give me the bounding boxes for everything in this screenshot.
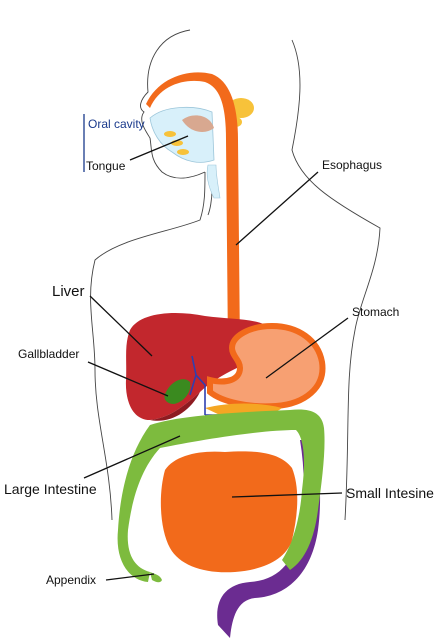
appendix-label: Appendix [46, 573, 96, 587]
liver-label: Liver [52, 283, 85, 300]
oral-cavity-label: Oral cavity [88, 117, 145, 131]
tongue-callout: Tongue [86, 135, 189, 173]
appendix-callout: Appendix [46, 573, 155, 587]
esophagus-label: Esophagus [322, 158, 382, 172]
gallbladder-shape [164, 379, 191, 404]
large-intestine-label: Large Intestine [4, 481, 97, 497]
oral-cavity-shape [149, 106, 221, 199]
tongue-shape [182, 115, 214, 132]
liver-callout: Liver [52, 283, 153, 357]
stomach-label: Stomach [352, 305, 399, 319]
small-intestine-label: Small Intesine [346, 485, 434, 501]
stomach-shape [207, 322, 326, 410]
oral-cavity-callout: Oral cavity [83, 114, 145, 172]
gallbladder-label: Gallbladder [18, 347, 79, 361]
small-intestine-callout: Small Intesine [231, 485, 434, 501]
esophagus-callout: Esophagus [235, 158, 382, 246]
body-outline [90, 29, 381, 521]
stomach-callout: Stomach [265, 305, 399, 379]
large-intestine-callout: Large Intestine [4, 435, 181, 497]
rectum-shape [217, 440, 321, 638]
gallbladder-callout: Gallbladder [18, 347, 169, 397]
small-intestine-shape [160, 451, 298, 573]
tongue-label: Tongue [86, 159, 126, 173]
